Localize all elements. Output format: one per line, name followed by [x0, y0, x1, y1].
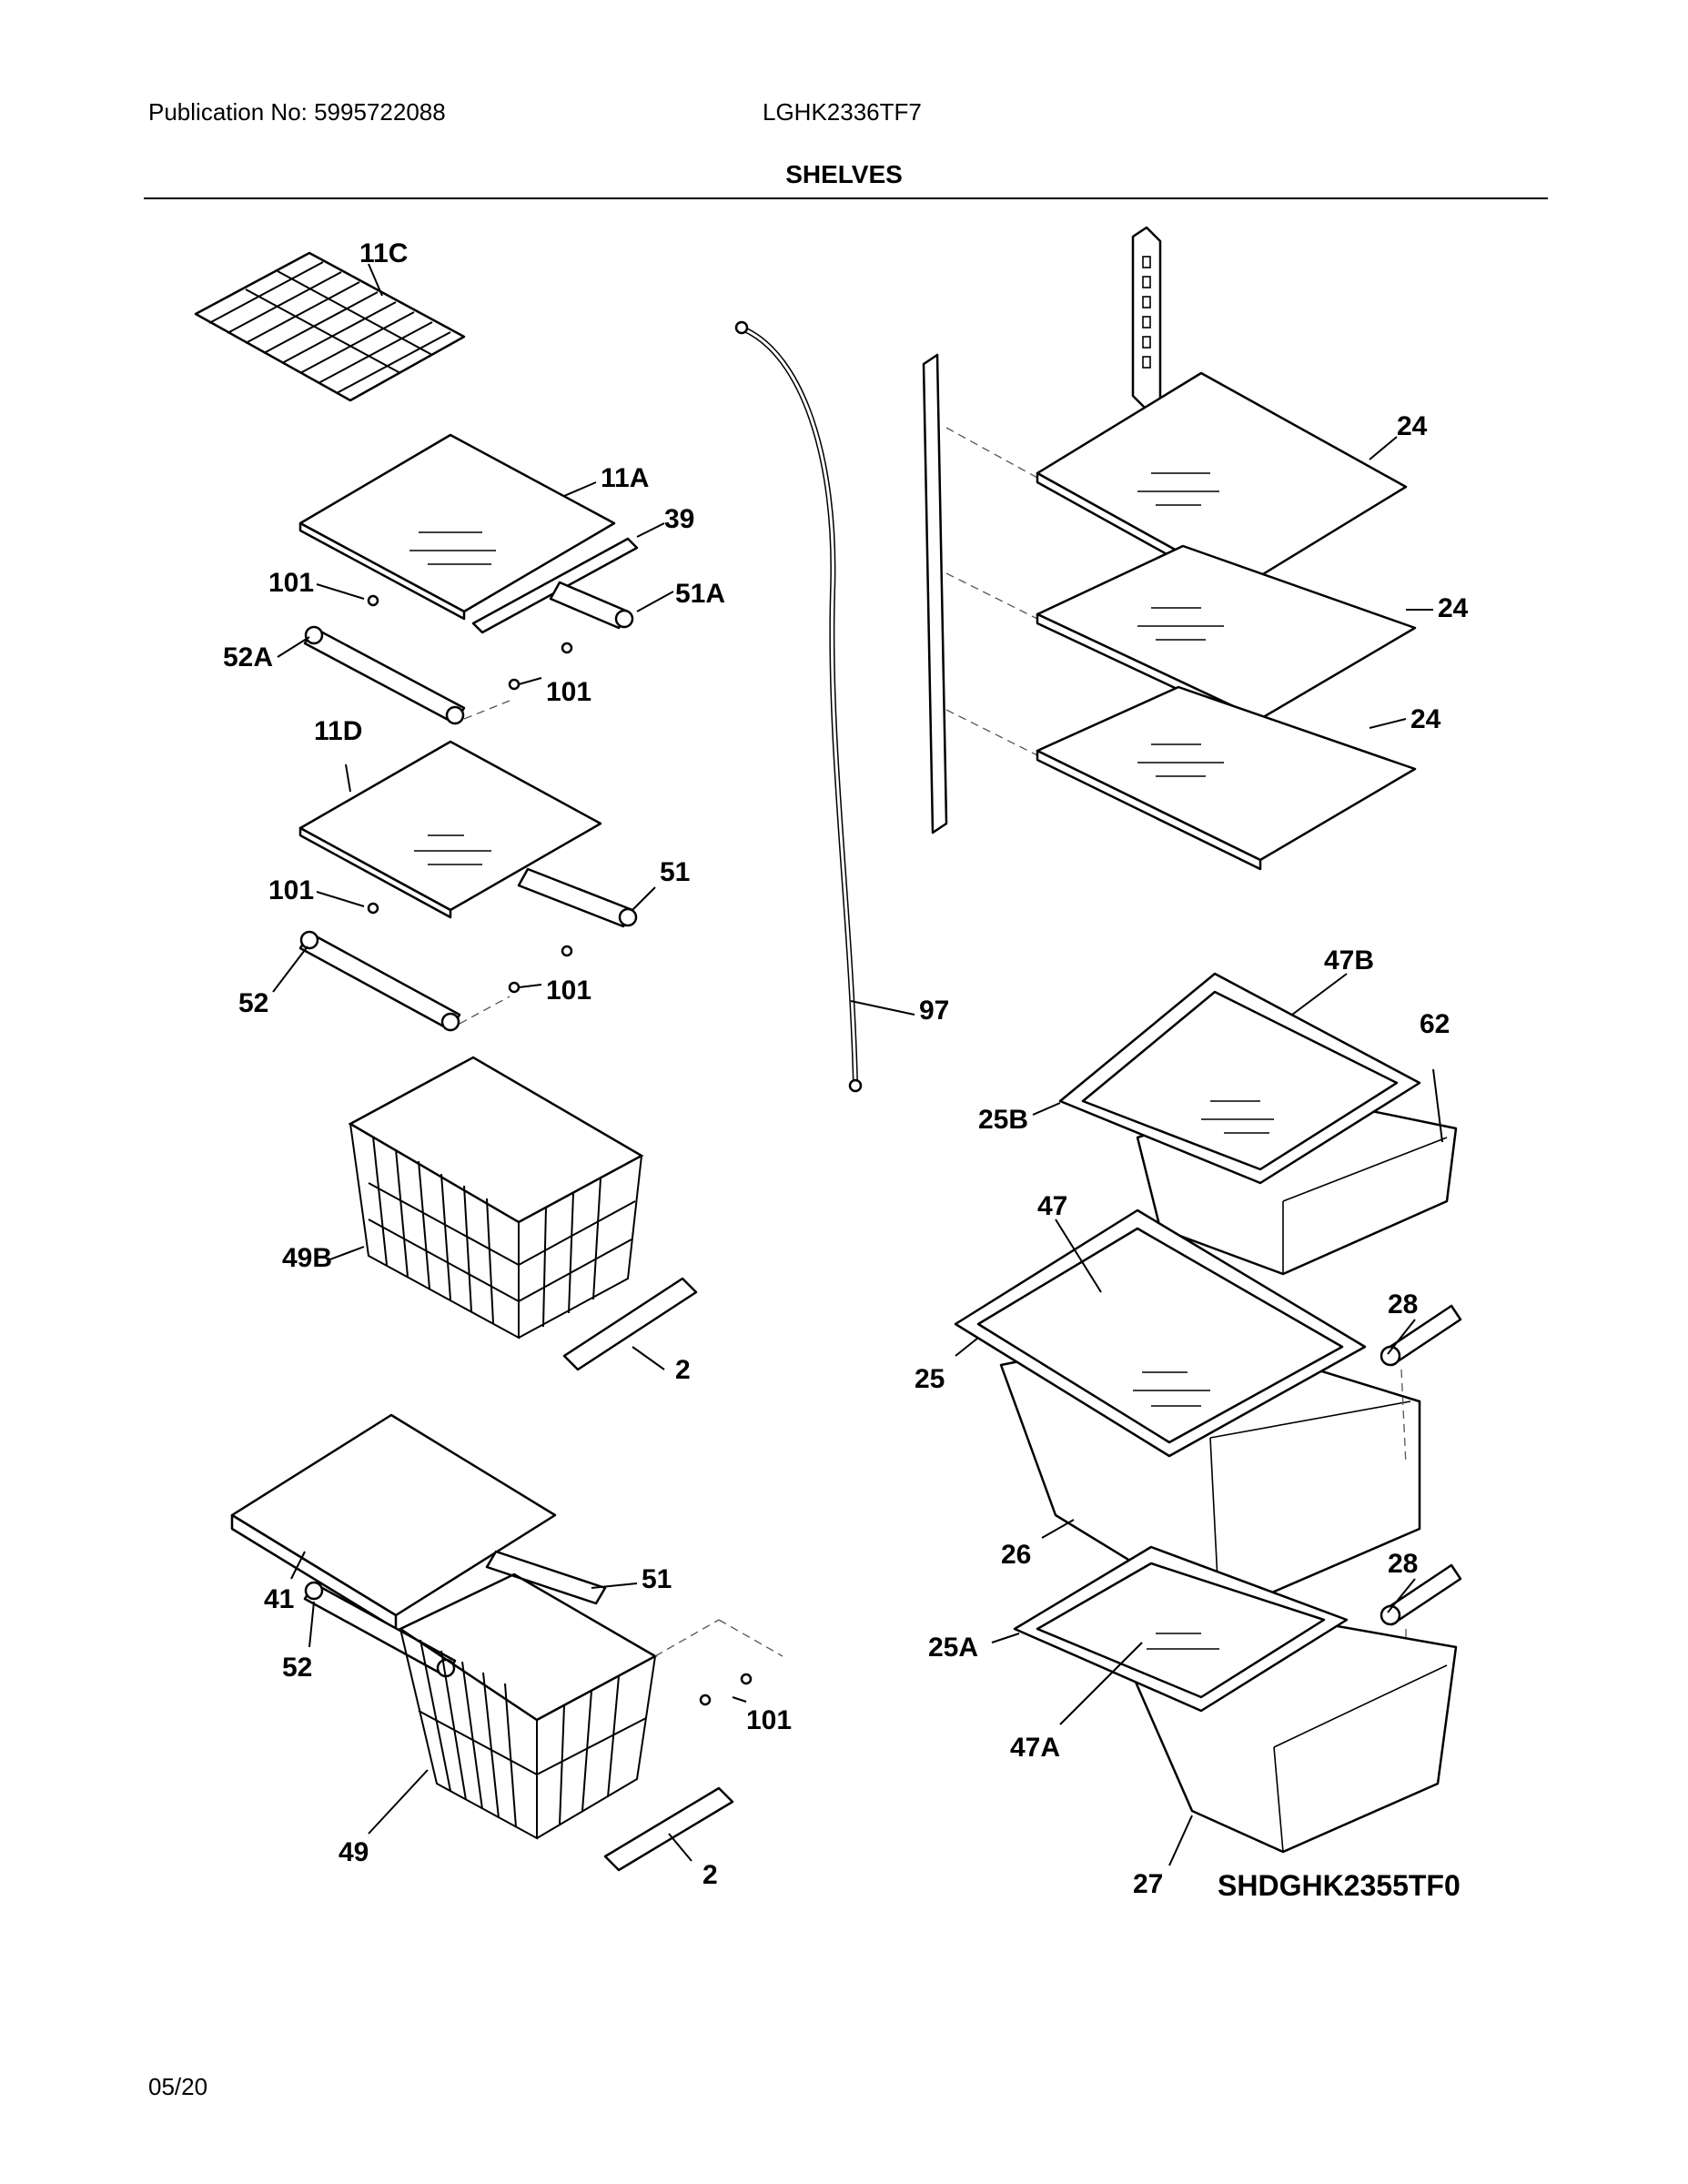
label-62: 62 — [1420, 1009, 1450, 1039]
drawer-bracket-28-lower — [1380, 1563, 1462, 1738]
glass-shelf-11D — [298, 740, 602, 919]
label-41: 41 — [264, 1584, 294, 1614]
label-47A: 47A — [1010, 1733, 1060, 1763]
model-number: LGHK2336TF7 — [763, 98, 922, 126]
label-11A: 11A — [601, 463, 649, 493]
label-101-b: 101 — [546, 677, 591, 707]
basket-cover-41 — [230, 1413, 557, 1631]
wire-shelf-11C — [194, 251, 466, 402]
shelf-rail-51A — [549, 581, 634, 630]
screw-101-b — [508, 642, 573, 691]
label-28-upper: 28 — [1388, 1289, 1418, 1320]
label-27: 27 — [1133, 1869, 1163, 1899]
shelf-standard-strip — [922, 353, 1038, 834]
label-28-lower: 28 — [1388, 1549, 1418, 1579]
drawer-bracket-28-upper — [1380, 1304, 1462, 1466]
label-24-bottom: 24 — [1410, 704, 1441, 734]
label-2-upper: 2 — [675, 1355, 691, 1385]
label-47B: 47B — [1324, 945, 1374, 976]
shelf-rail-51-upper — [517, 867, 638, 928]
label-52A: 52A — [223, 642, 273, 672]
label-101-c: 101 — [268, 875, 314, 905]
shelf-standard-vertical — [1131, 226, 1162, 411]
glass-shelf-11A — [298, 433, 616, 621]
basket-trim-2-upper — [562, 1277, 698, 1371]
label-101-e: 101 — [746, 1705, 792, 1735]
label-47: 47 — [1037, 1191, 1067, 1221]
shelf-rail-52A — [303, 625, 510, 725]
publication-number: Publication No: 5995722088 — [148, 98, 446, 126]
screw-101-c — [367, 902, 379, 915]
label-51A: 51A — [675, 579, 725, 609]
crisper-glass-47A — [1036, 1562, 1326, 1699]
leader-lines — [272, 263, 1443, 1866]
label-39: 39 — [664, 504, 694, 534]
screw-101-d — [508, 945, 573, 994]
label-101-a: 101 — [268, 568, 314, 598]
label-25B: 25B — [978, 1105, 1028, 1135]
label-11D: 11D — [314, 716, 362, 746]
label-11C: 11C — [359, 238, 408, 268]
label-49: 49 — [339, 1837, 369, 1867]
label-26: 26 — [1001, 1540, 1031, 1570]
screw-101-e — [699, 1673, 753, 1706]
label-24-middle: 24 — [1438, 593, 1469, 623]
diagram-code: SHDGHK2355TF0 — [1218, 1869, 1461, 1902]
section-title: SHELVES — [785, 160, 903, 188]
crisper-glass-47B — [1081, 990, 1399, 1171]
label-25: 25 — [915, 1364, 945, 1394]
label-101-d: 101 — [546, 976, 591, 1006]
glass-shelf-24-bottom — [1036, 685, 1417, 871]
glass-shelf-24-middle — [1036, 544, 1417, 730]
header-rule — [144, 197, 1548, 199]
tube-97 — [734, 320, 863, 1093]
label-52-lower: 52 — [282, 1653, 312, 1683]
label-25A: 25A — [928, 1633, 978, 1663]
footer-date: 05/20 — [148, 2073, 208, 2100]
wire-basket-49B — [348, 1056, 644, 1340]
crisper-glass-47 — [976, 1227, 1344, 1444]
shelf-trim-39 — [471, 537, 639, 634]
label-97: 97 — [919, 996, 949, 1026]
shelf-rail-51-lower — [485, 1550, 607, 1605]
basket-trim-2-lower — [603, 1786, 734, 1872]
label-49B: 49B — [282, 1243, 332, 1273]
label-2-lower: 2 — [702, 1860, 718, 1890]
screw-101-a — [367, 594, 379, 607]
label-51-lower: 51 — [642, 1564, 672, 1594]
label-51-upper: 51 — [660, 857, 690, 887]
label-24-top: 24 — [1397, 411, 1428, 441]
shelf-rail-52-upper — [298, 930, 510, 1032]
wire-basket-49 — [398, 1572, 783, 1840]
label-52-upper: 52 — [238, 988, 268, 1018]
